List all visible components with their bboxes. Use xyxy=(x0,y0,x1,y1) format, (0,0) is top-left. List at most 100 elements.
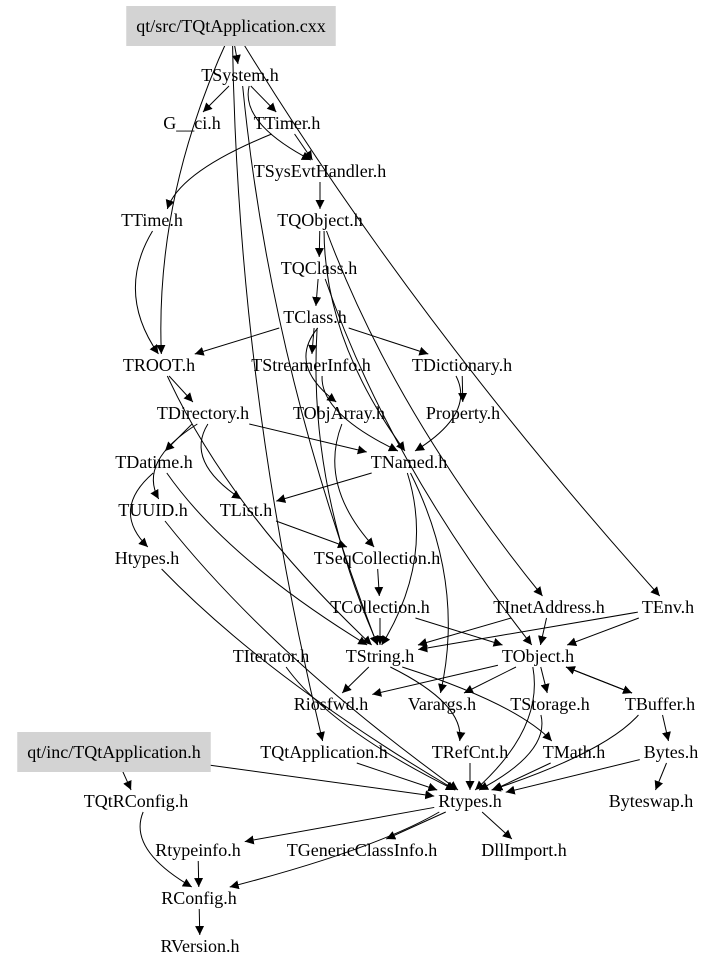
node-TIterator[interactable]: TIterator.h xyxy=(233,646,309,666)
edge-TIterator-to-Rtypes xyxy=(285,666,456,791)
edge-TObject-to-Varargs xyxy=(463,666,517,694)
edge-TUUID-to-Rtypes xyxy=(164,520,459,791)
node-label: TQtRConfig.h xyxy=(84,791,189,811)
edge-TString-to-Riosfwd xyxy=(341,666,370,694)
node-TClass[interactable]: TClass.h xyxy=(283,307,347,327)
node-TStreamerInfo[interactable]: TStreamerInfo.h xyxy=(251,355,370,375)
edge-TBuffer-to-Rtypes xyxy=(491,714,639,792)
node-TDatime[interactable]: TDatime.h xyxy=(115,452,192,472)
node-inc[interactable]: qt/inc/TQtApplication.h xyxy=(17,732,211,772)
node-label: TObjArray.h xyxy=(293,403,385,423)
edge-TQObject-to-TQClass xyxy=(314,230,324,258)
node-label: Rtypeinfo.h xyxy=(155,840,241,860)
node-TObjArray[interactable]: TObjArray.h xyxy=(293,403,385,423)
node-RConfig[interactable]: RConfig.h xyxy=(161,888,237,908)
node-TList[interactable]: TList.h xyxy=(220,500,273,520)
node-DllImport[interactable]: DllImport.h xyxy=(481,840,567,860)
node-TObject[interactable]: TObject.h xyxy=(502,646,574,666)
node-label: TNamed.h xyxy=(371,452,447,472)
node-src[interactable]: qt/src/TQtApplication.cxx xyxy=(126,6,336,46)
node-Rtypes[interactable]: Rtypes.h xyxy=(438,791,502,811)
node-TSeqCollection[interactable]: TSeqCollection.h xyxy=(314,548,440,568)
node-label: G__ci.h xyxy=(163,113,221,133)
node-label: TQClass.h xyxy=(281,258,358,278)
edge-TQtApplication-to-Rtypes xyxy=(356,762,438,792)
edge-TDictionary-to-Property xyxy=(458,375,468,403)
edge-src-to-TEnv xyxy=(238,36,661,597)
node-TQObject[interactable]: TQObject.h xyxy=(277,210,362,230)
edge-TBuffer-to-Bytes xyxy=(662,714,671,742)
node-TROOT[interactable]: TROOT.h xyxy=(123,355,195,375)
node-label: TSeqCollection.h xyxy=(314,548,440,568)
node-label: TTime.h xyxy=(121,210,183,230)
node-Riosfwd[interactable]: Riosfwd.h xyxy=(294,694,369,714)
node-Gci[interactable]: G__ci.h xyxy=(163,113,221,133)
node-label: TObject.h xyxy=(502,646,574,666)
node-TQtApplication[interactable]: TQtApplication.h xyxy=(260,742,387,762)
edge-Rtypes-to-Rtypeinfo xyxy=(244,806,435,845)
node-TTimer[interactable]: TTimer.h xyxy=(254,113,321,133)
node-label: TCollection.h xyxy=(330,597,429,617)
node-Rtypeinfo[interactable]: Rtypeinfo.h xyxy=(155,840,241,860)
edge-TSystem-to-TSysEvtHandler xyxy=(247,85,312,161)
node-label: TQtApplication.h xyxy=(260,742,387,762)
node-TUUID[interactable]: TUUID.h xyxy=(118,500,188,520)
edge-TClass-to-TStreamerInfo xyxy=(308,327,318,355)
edge-TStreamerInfo-to-TNamed xyxy=(321,375,399,452)
node-TBuffer[interactable]: TBuffer.h xyxy=(625,694,695,714)
edge-TSystem-to-TTimer xyxy=(250,85,277,113)
edge-src-to-TQtApplication xyxy=(231,36,325,742)
edge-TQObject-to-TInetAddress xyxy=(326,230,543,597)
edge-TString-to-TMath xyxy=(402,666,553,742)
edge-TQtRConfig-to-RConfig xyxy=(139,811,193,888)
node-TInetAddress[interactable]: TInetAddress.h xyxy=(493,597,604,617)
edge-TDatime-to-TString xyxy=(166,472,368,646)
node-TQClass[interactable]: TQClass.h xyxy=(281,258,358,278)
node-TTime[interactable]: TTime.h xyxy=(121,210,183,230)
node-Byteswap[interactable]: Byteswap.h xyxy=(609,791,694,811)
edge-TClass-to-TROOT xyxy=(194,327,280,356)
node-Bytes[interactable]: Bytes.h xyxy=(644,742,699,762)
node-Htypes[interactable]: Htypes.h xyxy=(115,548,180,568)
edge-TDirectory-to-TUUID xyxy=(150,423,198,500)
edge-TSeqCollection-to-TCollection xyxy=(374,568,384,597)
node-label: TStreamerInfo.h xyxy=(251,355,370,375)
node-label: TList.h xyxy=(220,500,273,520)
node-label: qt/src/TQtApplication.cxx xyxy=(136,16,325,36)
node-label: TGenericClassInfo.h xyxy=(287,840,437,860)
node-TNamed[interactable]: TNamed.h xyxy=(371,452,447,472)
nodes-layer: qt/src/TQtApplication.cxxTSystem.hG__ci.… xyxy=(17,6,698,956)
node-TMath[interactable]: TMath.h xyxy=(543,742,606,762)
node-label: TSystem.h xyxy=(201,65,279,85)
edge-Bytes-to-Byteswap xyxy=(654,762,667,791)
node-TDirectory[interactable]: TDirectory.h xyxy=(157,403,249,423)
node-Property[interactable]: Property.h xyxy=(426,403,500,423)
node-TString[interactable]: TString.h xyxy=(346,646,415,666)
node-TQtRConfig[interactable]: TQtRConfig.h xyxy=(84,791,189,811)
edge-Bytes-to-Rtypes xyxy=(505,759,640,795)
node-label: TROOT.h xyxy=(123,355,195,375)
node-label: TInetAddress.h xyxy=(493,597,604,617)
node-label: TEnv.h xyxy=(642,597,694,617)
edge-Rtypes-to-RConfig xyxy=(229,811,440,890)
node-label: TUUID.h xyxy=(118,500,188,520)
edge-TROOT-to-TString xyxy=(166,375,372,646)
node-TSysEvtHandler[interactable]: TSysEvtHandler.h xyxy=(254,161,387,181)
node-TEnv[interactable]: TEnv.h xyxy=(642,597,694,617)
edge-src-to-TROOT xyxy=(156,36,230,355)
node-TGenericClassInfo[interactable]: TGenericClassInfo.h xyxy=(287,840,437,860)
edge-Rtypes-to-TGenericClassInfo xyxy=(386,811,446,840)
edge-TDatime-to-Htypes xyxy=(130,472,154,548)
node-TStorage[interactable]: TStorage.h xyxy=(510,694,589,714)
node-TDictionary[interactable]: TDictionary.h xyxy=(412,355,512,375)
edge-Rtypes-to-DllImport xyxy=(481,811,513,840)
edge-TClass-to-TObjArray xyxy=(305,327,337,403)
node-TRefCnt[interactable]: TRefCnt.h xyxy=(432,742,509,762)
node-RVersion[interactable]: RVersion.h xyxy=(160,936,239,956)
node-Varargs[interactable]: Varargs.h xyxy=(408,694,476,714)
edge-TQClass-to-TObject xyxy=(324,278,533,646)
node-TCollection[interactable]: TCollection.h xyxy=(330,597,429,617)
node-label: Htypes.h xyxy=(115,548,180,568)
node-TSystem[interactable]: TSystem.h xyxy=(201,65,279,85)
